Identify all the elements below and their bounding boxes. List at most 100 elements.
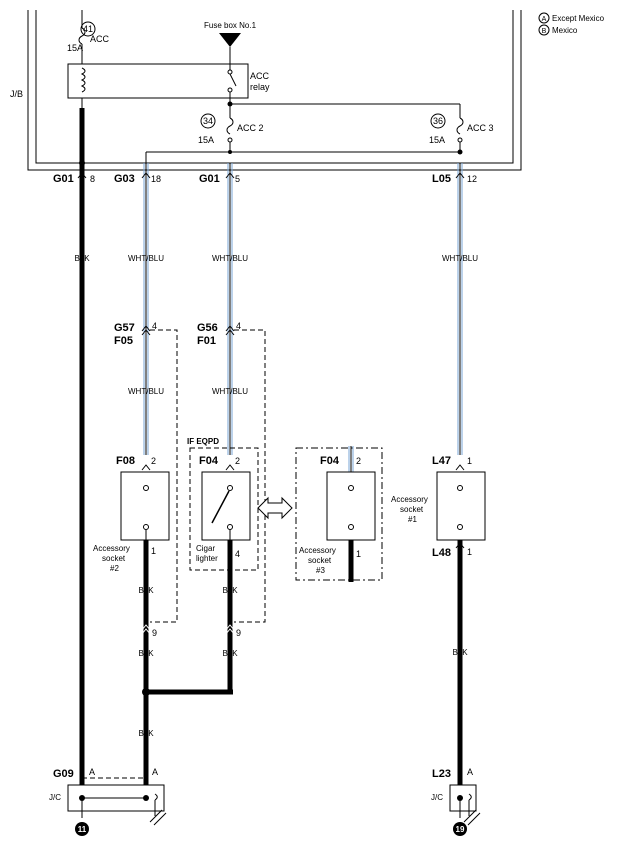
harness-outline-f05 — [150, 329, 178, 623]
fuse-41-name: ACC — [90, 34, 110, 44]
accessory-socket-1: L47 1 Accessory socket #1 L48 1 — [391, 455, 486, 559]
if-eqpd-label: IF EQPD — [187, 437, 219, 446]
accessory-socket-2: F08 2 1 Accessory socket #2 — [93, 455, 170, 573]
wire-color-socket1: BLK — [452, 648, 468, 657]
socket2-label-3: #2 — [110, 564, 119, 573]
conn-g57-name: G57 — [114, 322, 135, 334]
junction-block-label: J/B — [10, 89, 23, 99]
conn-f05-name: F05 — [114, 335, 133, 347]
conn-f04a-name: F04 — [199, 455, 219, 467]
ground-11-label: 11 — [78, 825, 87, 834]
fuse-36-number: 36 — [433, 116, 443, 126]
fuse-41-symbol-icon — [78, 27, 86, 45]
conn-f01-name: F01 — [197, 335, 216, 347]
conn-l05-name: L05 — [432, 173, 451, 185]
junction-block: J/B — [10, 10, 522, 171]
wire-color-socket2-bottom: BLK — [138, 729, 154, 738]
fuse-36-amp: 15A — [429, 135, 445, 145]
jc-right-label: J/C — [431, 793, 443, 802]
conn-g57-pin: 4 — [152, 321, 157, 331]
conn-f04a-pin-bottom: 4 — [235, 549, 240, 559]
interchangeable-arrow-icon — [257, 496, 293, 520]
acc-relay: ACC relay — [67, 62, 270, 108]
relay-label-2: relay — [250, 82, 270, 92]
conn-f04a-pin-top: 2 — [235, 456, 240, 466]
wire-color-cigar-lower: BLK — [222, 649, 238, 658]
conn-l48-pin: 1 — [467, 547, 472, 557]
relay-coil-icon — [80, 67, 86, 93]
conn-f08-pin-top: 2 — [151, 456, 156, 466]
fuse-34-number: 34 — [203, 116, 213, 126]
fuse-34-symbol-icon — [226, 117, 234, 135]
conn-g01-top-name: G01 — [53, 173, 74, 185]
fuse-41-number: 41 — [83, 24, 93, 34]
conn-l23-pin: A — [467, 767, 473, 777]
socket3-outline — [295, 447, 383, 581]
fuse-41-amp: 15A — [67, 43, 83, 53]
lighter-element-icon — [211, 490, 230, 524]
socket3-label-3: #3 — [316, 566, 325, 575]
fuse-box: Fuse box No.1 — [204, 21, 257, 62]
conn-g09-pin: A — [89, 767, 95, 777]
fuse-34: 34 ACC 2 15A — [198, 113, 264, 145]
conn-f04b-pin-top: 2 — [356, 456, 361, 466]
ground-19-label: 19 — [456, 825, 465, 834]
conn-l23-name: L23 — [432, 768, 451, 780]
fuse-36-symbol-icon — [456, 117, 464, 135]
legend-b-text: Mexico — [552, 26, 578, 35]
conn-g56-pin: 4 — [236, 321, 241, 331]
connector-g56-f01: G56 4 F01 — [197, 321, 241, 347]
socket1-label-3: #1 — [408, 515, 417, 524]
wire-color-g01: WHT/BLU — [212, 254, 248, 263]
fuse-34-name: ACC 2 — [237, 123, 264, 133]
conn-l48-name: L48 — [432, 547, 451, 559]
conn-g01-mid-name: G01 — [199, 173, 220, 185]
conn-g56-name: G56 — [197, 322, 218, 334]
ground-point-19: 19 — [453, 822, 467, 836]
conn-a-mid-pin: A — [152, 767, 158, 777]
wire-wht-blu-g03 — [143, 163, 149, 455]
legend: A Except Mexico B Mexico — [538, 12, 605, 36]
conn-l05-pin: 12 — [467, 174, 477, 184]
conn-g03-pin: 18 — [151, 174, 161, 184]
fuse-box-label: Fuse box No.1 — [204, 21, 257, 30]
conn-f04b-name: F04 — [320, 455, 340, 467]
cigar-label-2: lighter — [196, 554, 218, 563]
connector-g57-f05: G57 4 F05 — [114, 321, 157, 347]
legend-b-letter: B — [542, 28, 547, 35]
socket3-label-2: socket — [308, 556, 332, 565]
conn-pin9-mid: 9 — [236, 628, 241, 638]
wire-color-f01: WHT/BLU — [212, 387, 248, 396]
ground-symbol-left-icon — [149, 809, 163, 823]
legend-a-letter: A — [542, 16, 547, 23]
fuse-34-amp: 15A — [198, 135, 214, 145]
socket3-label-1: Accessory — [299, 546, 336, 555]
wire-color-g03: WHT/BLU — [128, 254, 164, 263]
ground-point-11: 11 — [75, 822, 89, 836]
conn-f04b-pin-bottom: 1 — [356, 549, 361, 559]
fuse-box-triangle-icon — [219, 33, 241, 47]
socket1-label-2: socket — [400, 505, 424, 514]
conn-pin9-left: 9 — [152, 628, 157, 638]
wire-blk-socket2 — [141, 540, 151, 785]
wire-color-cigar-upper: BLK — [222, 586, 238, 595]
conn-g01-top-pin: 8 — [90, 174, 95, 184]
joint-connector-left: J/C — [49, 784, 167, 826]
wire-blk-cigar — [142, 540, 233, 696]
fuse-36-name: ACC 3 — [467, 123, 494, 133]
wire-color-f05: WHT/BLU — [128, 387, 164, 396]
conn-f08-name: F08 — [116, 455, 135, 467]
wire-color-l05: WHT/BLU — [442, 254, 478, 263]
conn-l47-pin: 1 — [467, 456, 472, 466]
conn-g01-mid-pin: 5 — [235, 174, 240, 184]
wire-wht-blu-l05 — [457, 163, 463, 455]
relay-switch-icon — [229, 73, 237, 87]
if-eqpd-outline — [189, 447, 259, 571]
harness-outline-f01 — [234, 329, 266, 623]
cigar-label-1: Cigar — [196, 544, 215, 553]
conn-g03-name: G03 — [114, 173, 135, 185]
legend-a-text: Except Mexico — [552, 14, 605, 23]
joint-connector-right: J/C — [431, 784, 481, 826]
accessory-socket-3: F04 2 1 Accessory socket #3 — [295, 446, 383, 582]
